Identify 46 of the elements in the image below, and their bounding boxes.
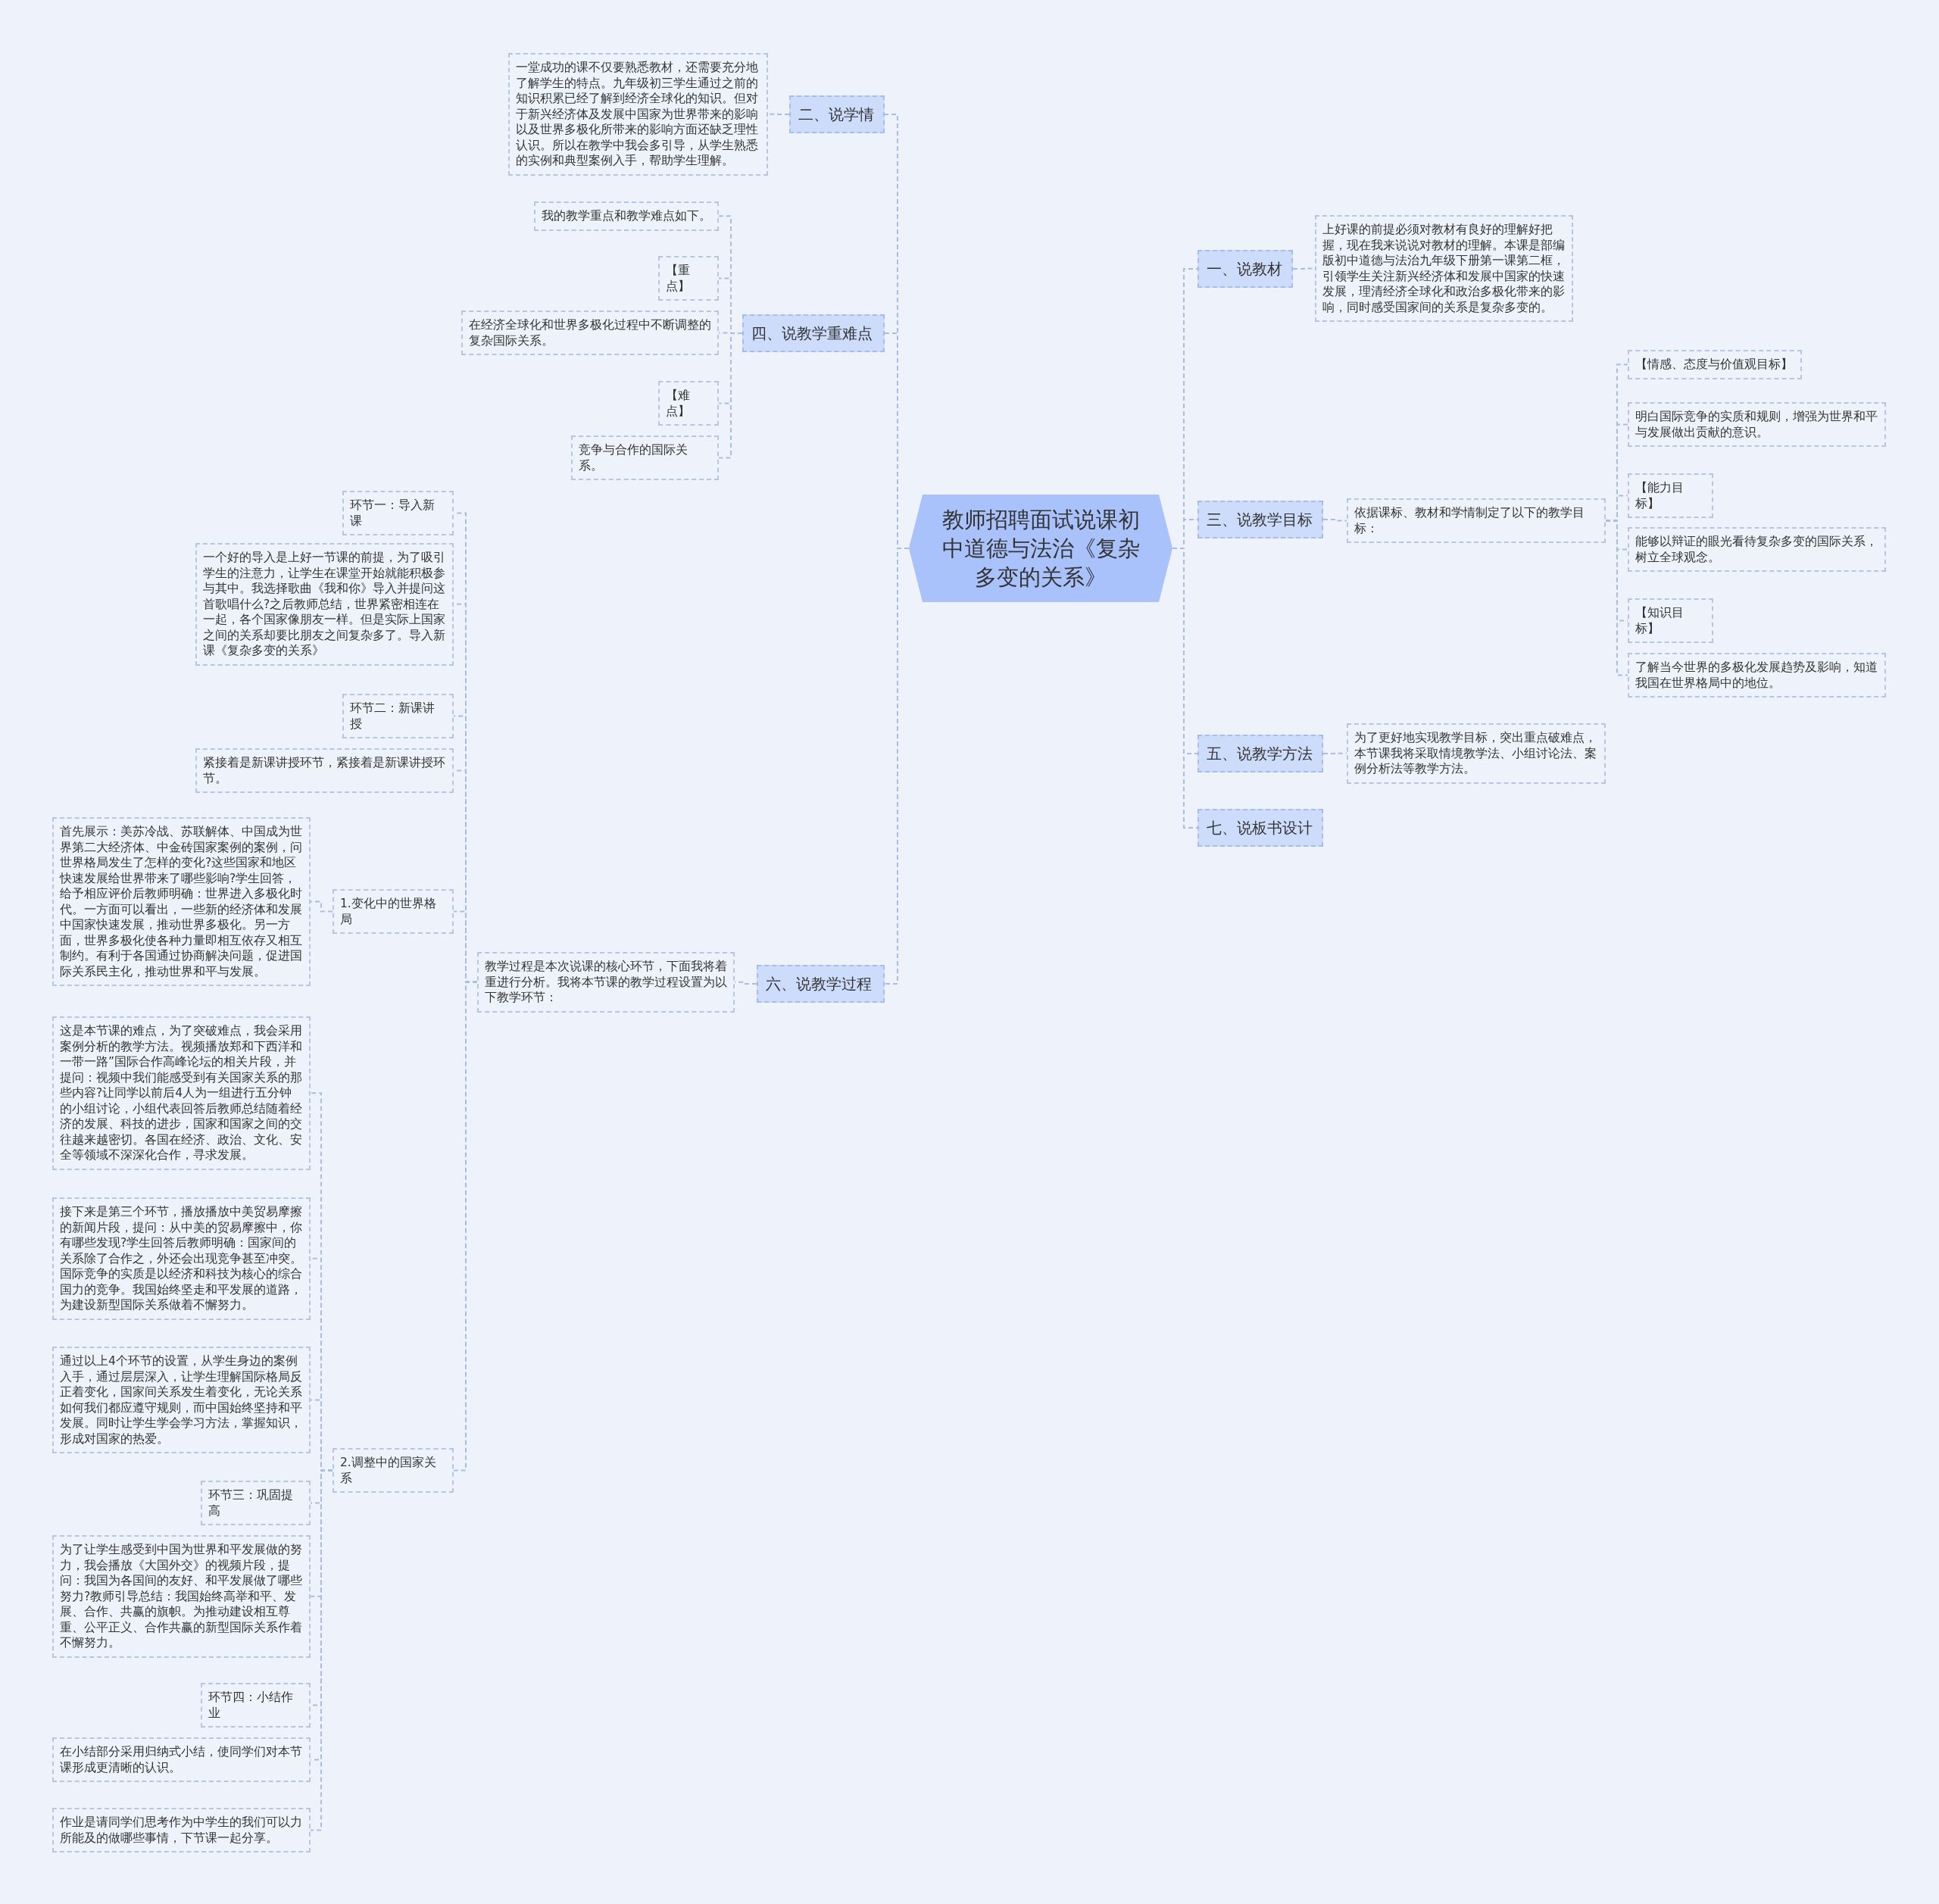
- connector-line: [1605, 520, 1628, 676]
- subtopic-note: 能够以辩证的眼光看待复杂多变的国际关系，树立全球观念。: [1628, 527, 1886, 572]
- subtopic-note: 作业是请同学们思考作为中学生的我们可以力所能及的做哪些事情，下节课一起分享。: [52, 1808, 311, 1852]
- subtopic-note: 首先展示：美苏冷战、苏联解体、中国成为世界第二大经济体、中金砖国家案例的案例，问世界格局发生了怎样的变化?这些国家和地区快速发展给世界带来了哪些影响?学生回答，给予相应评价后教师明确：世界进入多极化时代。一方面可以看出，一些新的经济体和发展中国家快速发展，推动世界多极化。另一方面，世界多极化使各种力量即相互依存又相互制约。有利于各国通过协商解决问题，促进国际关系民主化，推动世界和平与发展。: [52, 817, 311, 986]
- subtopic-note: 在小结部分采用归纳式小结，使同学们对本节课形成更清晰的认识。: [52, 1737, 311, 1782]
- branch-topic: 三、说教学目标: [1197, 501, 1323, 538]
- connector-line: [1322, 752, 1347, 754]
- branch-topic: 四、说教学重难点: [742, 314, 885, 352]
- connector-line: [310, 900, 333, 913]
- connector-line: [1322, 519, 1347, 522]
- subtopic-note: 【情感、态度与价值观目标】: [1628, 350, 1802, 379]
- subtopic-note: 环节一：导入新课: [342, 491, 454, 535]
- subtopic-note: 依据课标、教材和学情制定了以下的教学目标：: [1347, 498, 1606, 543]
- subtopic-note: 一堂成功的课不仅要熟悉教材，还需要充分地了解学生的特点。九年级初三学生通过之前的知识积累已经了解到经济全球化的知识。但对于新兴经济体及发展中国家为世界带来的影响以及世界多极化所带来的影响方面还缺乏理性认识。所以在教学中我会多引导，从学生熟悉的实例和典型案例入手，帮助学生理解。: [508, 53, 768, 176]
- connector-line: [734, 981, 757, 985]
- subtopic-note: 【能力目标】: [1628, 473, 1713, 518]
- subtopic-note: 了解当今世界的多极化发展趋势及影响，知道我国在世界格局中的地位。: [1628, 653, 1886, 698]
- connector-line: [767, 113, 790, 115]
- subtopic-note: 明白国际竞争的实质和规则，增强为世界和平与发展做出贡献的意识。: [1628, 402, 1886, 447]
- subtopic-note: 紧接着是新课讲授环节，紧接着是新课讲授环节。: [195, 748, 454, 793]
- subtopic-note: 一个好的导入是上好一节课的前提，为了吸引学生的注意力，让学生在课堂开始就能积极参与其中。我选择歌曲《我和你》导入并提问这首歌唱什么?之后教师总结，世界紧密相连在一起，各个国家像朋友一样。但是实际上国家之间的关系却要比朋友之间复杂多了。导入新课《复杂多变的关系》: [195, 543, 454, 666]
- subtopic-note: 为了更好地实现教学目标，突出重点破难点，本节课我将采取情境教学法、小组讨论法、案例分析法等教学方法。: [1347, 723, 1606, 784]
- subtopic-note: 环节三：巩固提高: [201, 1481, 311, 1525]
- subtopic-note: 通过以上4个环节的设置，从学生身边的案例入手，通过层层深入，让学生理解国际格局反正着变化，国家间关系发生着变化，无论关系如何我们都应遵守规则，而中国始终坚持和平发展。同时让学生学会学习方法，掌握知识，形成对国家的热爱。: [52, 1347, 311, 1453]
- branch-topic: 六、说教学过程: [757, 965, 885, 1003]
- subtopic-note: 【难点】: [658, 381, 719, 426]
- subtopic-note: 竞争与合作的国际关系。: [571, 435, 719, 480]
- subtopic-note: 这是本节课的难点，为了突破难点，我会采用案例分析的教学方法。视频播放郑和下西洋和一带一路”国际合作高峰论坛的相关片段，并提问：视频中我们能感受到有关国家关系的那些内容?让同学以前后4人为一组进行五分钟的小组讨论，小组代表回答后教师总结随着经济的发展、科技的进步，国家和国家之间的交往越来越密切。各国在经济、政治、文化、安全等领域不深深化合作，寻求发展。: [52, 1016, 311, 1170]
- central-topic: 教师招聘面试说课初中道德与法治《复杂多变的关系》: [909, 495, 1172, 602]
- branch-topic: 二、说学情: [789, 95, 885, 133]
- branch-topic: 一、说教材: [1197, 250, 1293, 288]
- subtopic-note: 为了让学生感受到中国为世界和平发展做的努力，我会播放《大国外交》的视频片段，提问：我国为各国间的友好、和平发展做了哪些努力?教师引导总结：我国始终高举和平、发展、合作、共赢的旗帜。为推动建设相互尊重、公平正义、合作共赢的新型国际关系作着不懈努力。: [52, 1535, 311, 1658]
- subtopic-note: 【知识目标】: [1628, 598, 1713, 643]
- branch-topic: 七、说板书设计: [1197, 809, 1323, 847]
- connector-line: [718, 332, 743, 459]
- subtopic-note: 环节四：小结作业: [201, 1683, 311, 1728]
- subtopic-note: 1.变化中的世界格局: [333, 889, 454, 934]
- subtopic-note: 环节二：新课讲授: [342, 694, 454, 738]
- subtopic-note: 【重点】: [658, 256, 719, 301]
- subtopic-note: 2.调整中的国家关系: [333, 1448, 454, 1493]
- subtopic-note: 我的教学重点和教学难点如下。: [534, 201, 719, 231]
- subtopic-note: 上好课的前提必须对教材有良好的理解好把握，现在我来说说对教材的理解。本课是部编版初中道德与法治九年级下册第一课第二框，引领学生关注新兴经济体和发展中国家的快速发展，理清经济全球化和政治多极化带来的影响，同时感受国家间的关系是复杂多变的。: [1315, 215, 1573, 322]
- subtopic-note: 教学过程是本次说课的核心环节，下面我将着重进行分析。我将本节课的教学过程设置为以下教学环节：: [477, 952, 735, 1013]
- subtopic-note: 在经济全球化和世界多极化过程中不断调整的复杂国际关系。: [461, 311, 719, 355]
- subtopic-note: 接下来是第三个环节，播放播放中美贸易摩擦的新闻片段，提问：从中美的贸易摩擦中，你有哪些发现?学生回答后教师明确：国家间的关系除了合作之，外还会出现竞争甚至冲突。国际竞争的实质是以经济和科技为核心的综合国力的竞争。我国始终坚走和平发展的道路，为建设新型国际关系做着不懈努力。: [52, 1197, 311, 1320]
- branch-topic: 五、说教学方法: [1197, 735, 1323, 773]
